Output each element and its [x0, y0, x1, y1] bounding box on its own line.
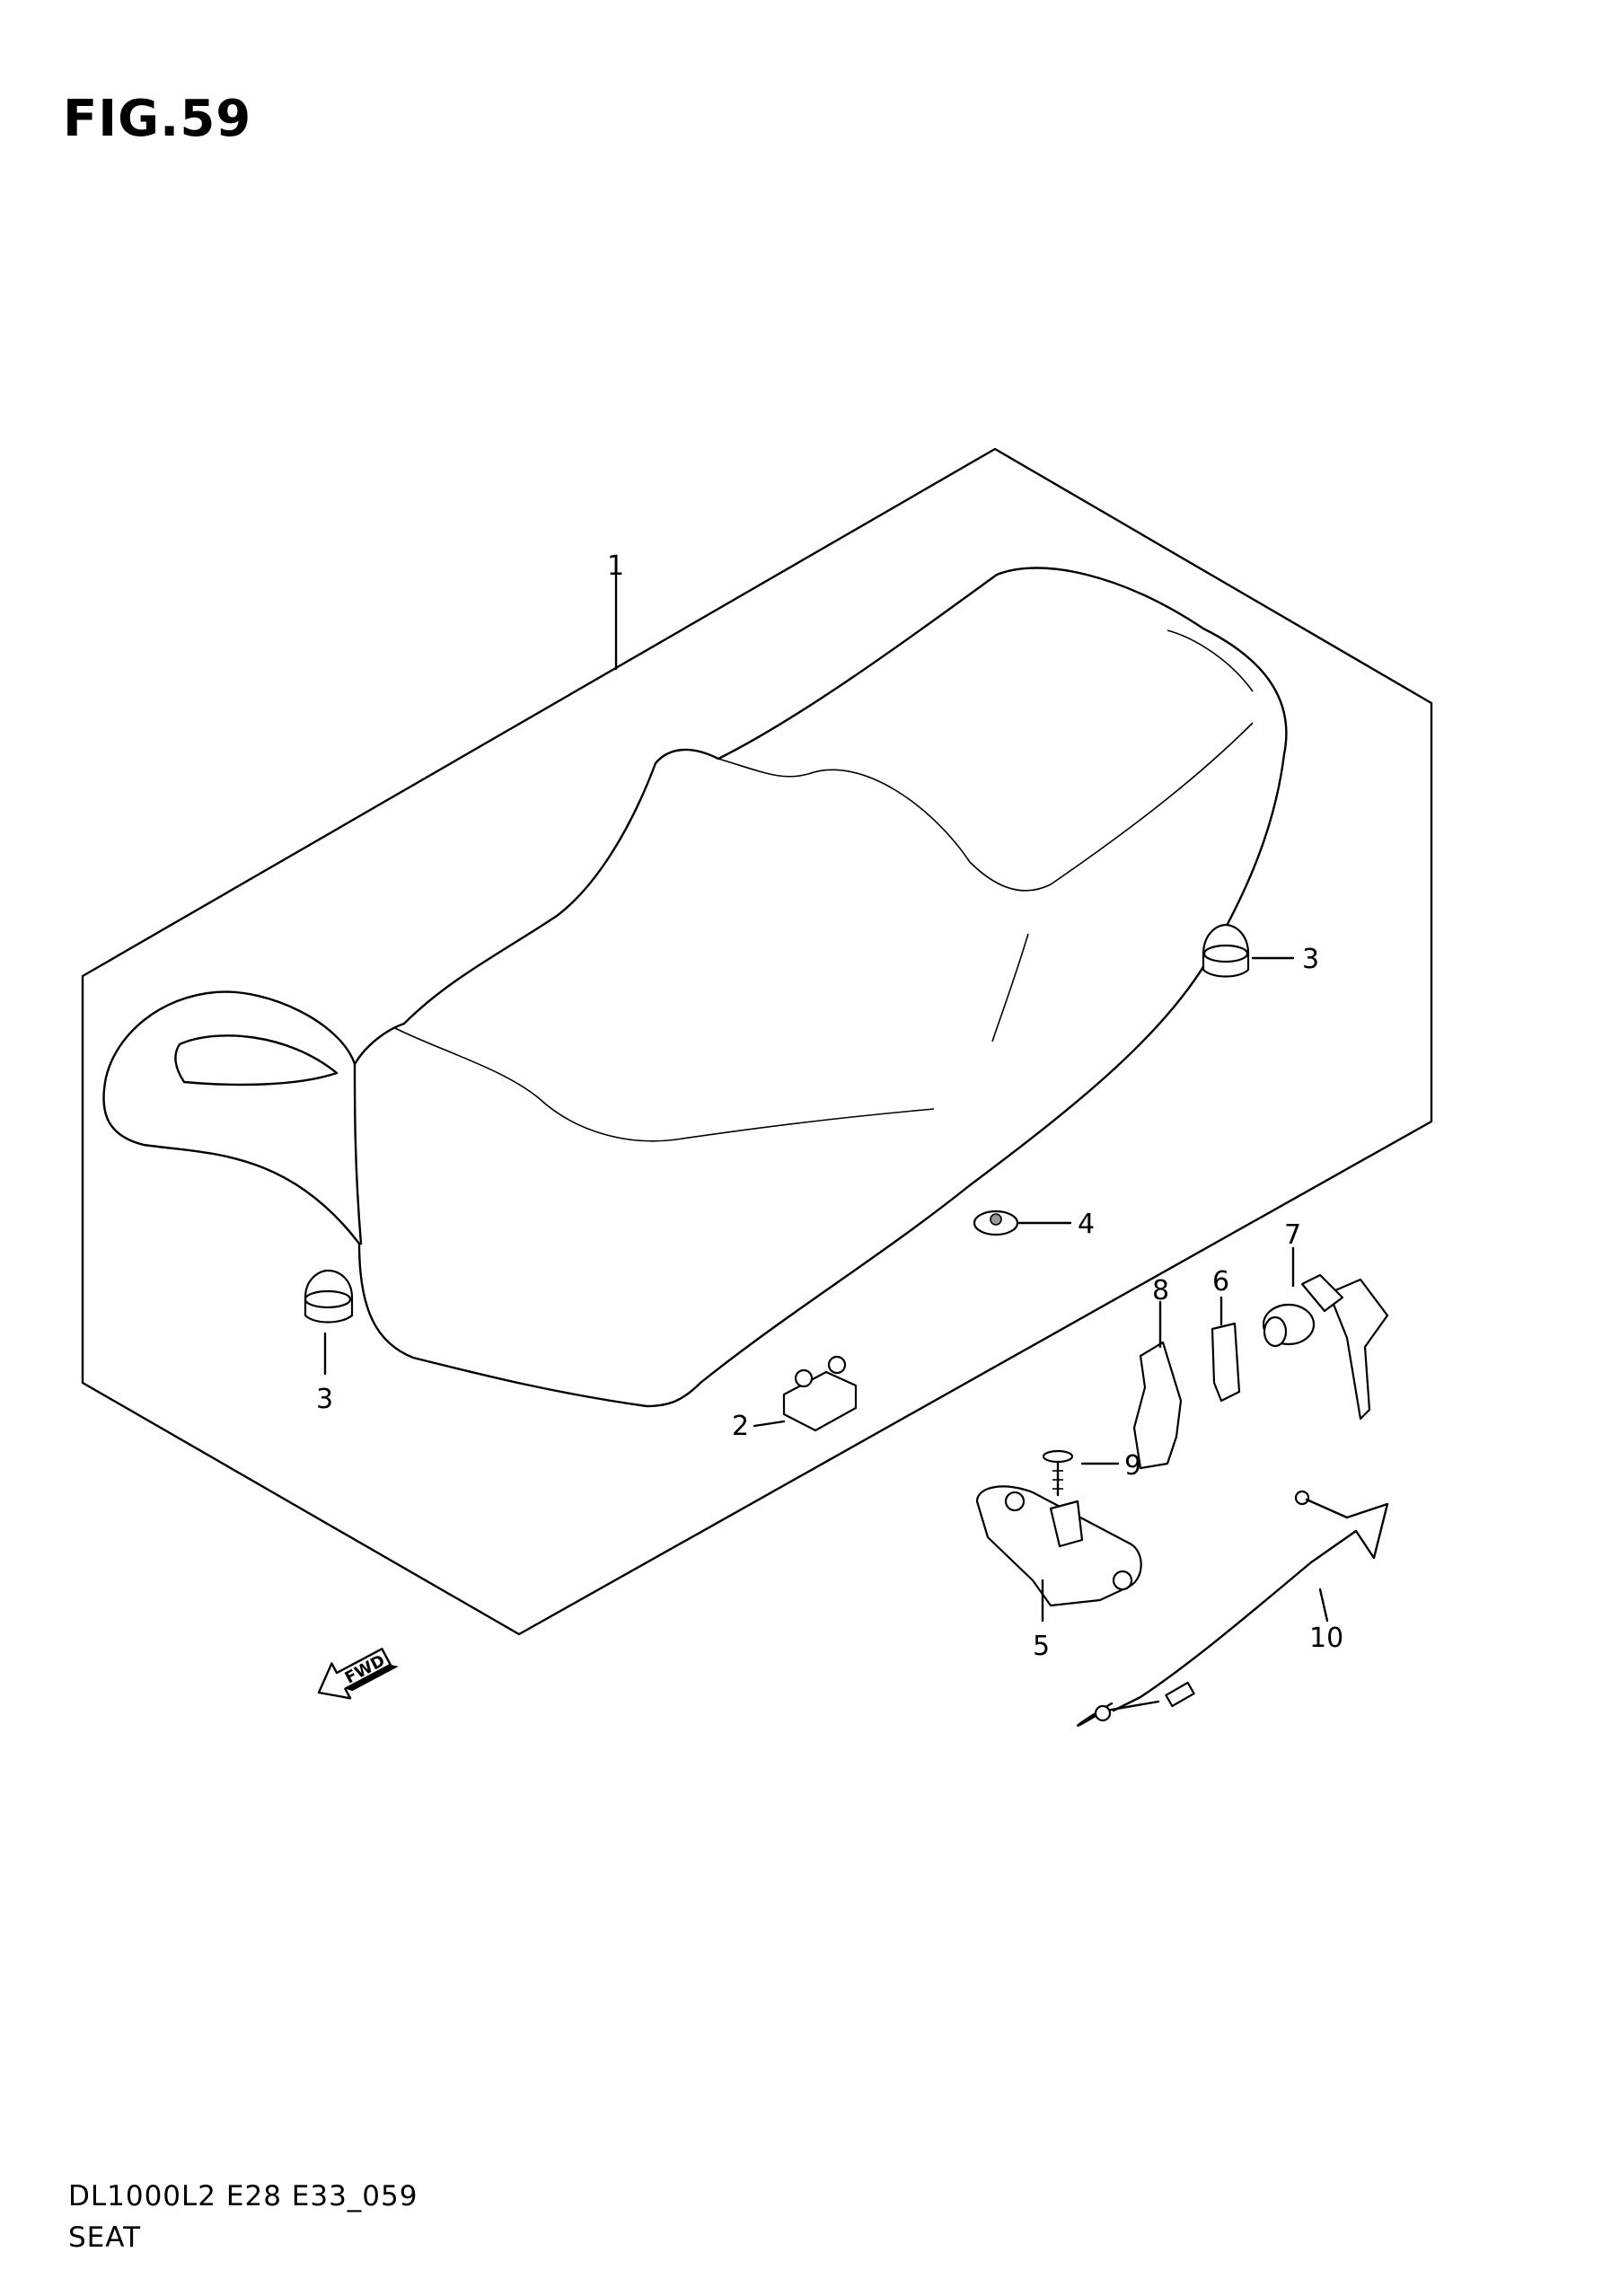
callout-8: 8 — [1152, 1275, 1169, 1306]
cushion-rear-drawing[interactable] — [1202, 923, 1295, 978]
callout-3-front: 3 — [316, 1384, 333, 1415]
screw-drawing[interactable] — [1042, 1449, 1120, 1497]
assembly-box-outline — [81, 447, 1433, 1636]
seat-drawing[interactable] — [102, 567, 1288, 1408]
callout-7: 7 — [1284, 1219, 1301, 1251]
cushion-front-drawing[interactable] — [304, 1269, 354, 1376]
callout-4: 4 — [1078, 1209, 1095, 1240]
latch-plate-drawing[interactable] — [975, 1485, 1142, 1623]
callout-5: 5 — [1033, 1631, 1050, 1662]
callout-3-rear: 3 — [1302, 944, 1319, 975]
damper-drawing[interactable] — [973, 1210, 1072, 1236]
callout-10: 10 — [1309, 1623, 1343, 1654]
callout-2: 2 — [732, 1411, 749, 1442]
callout-1: 1 — [607, 550, 624, 582]
bracket-drawing[interactable] — [1132, 1300, 1183, 1470]
rubber-block-drawing[interactable] — [753, 1355, 858, 1432]
clip-drawing[interactable] — [1211, 1296, 1241, 1403]
fwd-arrow-icon: FWD — [317, 1648, 399, 1700]
lock-set-drawing[interactable] — [1262, 1246, 1389, 1421]
callout-9: 9 — [1124, 1450, 1141, 1482]
figure-name: SEAT — [68, 2221, 142, 2254]
cable-drawing[interactable] — [1076, 1490, 1389, 1727]
figure-code: DL1000L2 E28 E33_059 — [68, 2180, 418, 2212]
figure-title: FIG.59 — [63, 90, 252, 148]
callout-6: 6 — [1212, 1266, 1229, 1298]
